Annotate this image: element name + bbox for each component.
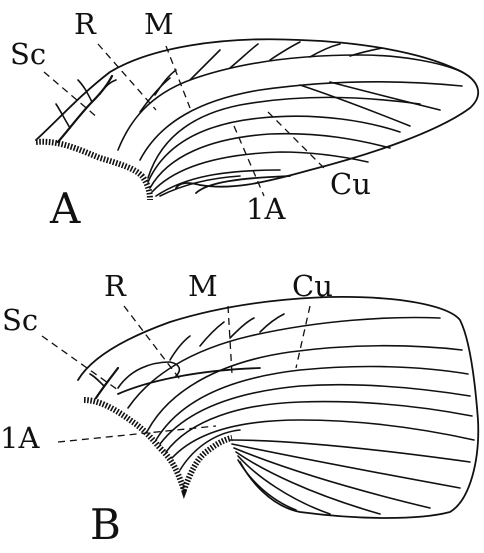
wing-b-label-1a: 1A xyxy=(0,424,39,453)
wing-b xyxy=(42,297,478,518)
wing-a-outline xyxy=(36,39,478,188)
wing-a-sc-vein xyxy=(58,76,112,142)
wing-b-inner-margin xyxy=(118,368,260,394)
wing-a-m-leader xyxy=(166,46,190,108)
wing-b-cu-branch-1 xyxy=(172,420,474,458)
wing-b-sc-branch-1 xyxy=(90,374,104,386)
wing-b-label-m: M xyxy=(188,272,218,301)
wing-a-label-1a: 1A xyxy=(246,195,285,224)
wing-a-rs-branch-2 xyxy=(300,85,410,126)
wing-b-label-cu: Cu xyxy=(292,272,333,301)
wing-a xyxy=(36,39,478,200)
wing-a-label-m: M xyxy=(144,10,174,39)
wing-a-r-branch-2 xyxy=(230,44,258,68)
wing-b-r-branch-1 xyxy=(200,322,224,346)
wing-b-rs-vein xyxy=(148,346,462,430)
wing-b-m-leader xyxy=(228,306,232,374)
wing-a-rs-branch-1 xyxy=(330,82,440,110)
wing-a-label-r: R xyxy=(74,10,96,39)
wing-b-label-r: R xyxy=(104,272,126,301)
wing-b-r-leader xyxy=(124,306,182,382)
wing-b-r-branch-2 xyxy=(230,318,254,338)
wing-a-sc-leader xyxy=(44,72,98,118)
wing-a-rs-vein xyxy=(140,82,462,160)
wing-b-panel-letter: B xyxy=(90,504,121,546)
wing-b-label-sc: Sc xyxy=(2,306,38,335)
wing-a-cu-leader xyxy=(268,112,324,168)
wing-a-r-leader xyxy=(98,44,156,110)
wing-a-label-cu: Cu xyxy=(330,170,371,199)
wing-b-sc-vein xyxy=(96,368,118,398)
wing-b-hinge xyxy=(84,400,232,490)
wing-b-r-branch-4 xyxy=(170,336,190,360)
wing-a-label-sc: Sc xyxy=(10,40,46,69)
wing-a-panel-letter: A xyxy=(50,188,80,230)
wing-a-sc-branch-3 xyxy=(56,104,70,128)
wing-b-cu-leader xyxy=(296,306,310,368)
wing-b-m-vein xyxy=(156,367,468,440)
